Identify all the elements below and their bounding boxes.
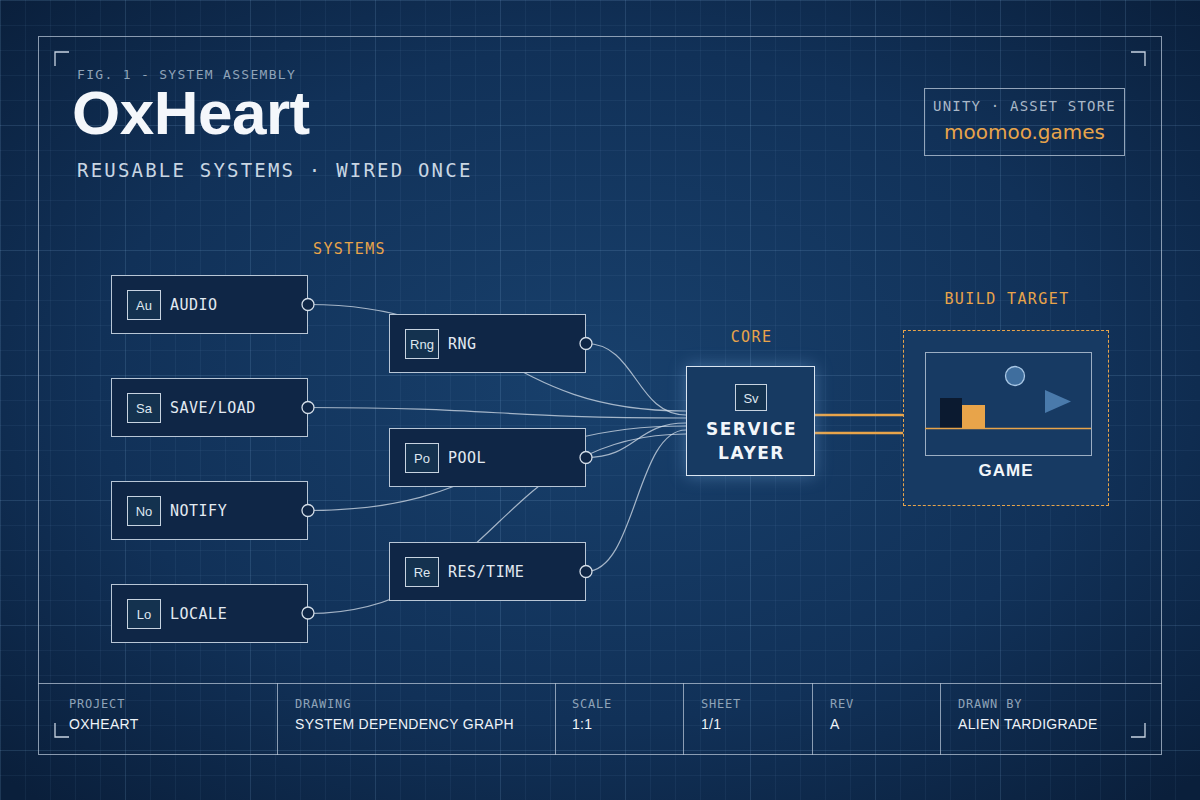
table-header: REV [830, 697, 854, 711]
system-label: LOCALE [170, 605, 227, 623]
table-cell: 1/1 [701, 716, 721, 732]
title-block-divider [277, 683, 278, 755]
sheet-frame [39, 37, 1162, 755]
system-box: AUDIO Au [111, 275, 308, 334]
table-header: PROJECT [69, 697, 125, 711]
system-label: SAVE/LOAD [170, 399, 256, 417]
table-cell: SYSTEM DEPENDENCY GRAPH [295, 716, 514, 732]
table-cell: A [830, 716, 840, 732]
diagram-title: OxHeart [72, 82, 310, 144]
system-label: RES/TIME [448, 563, 524, 581]
icon-box: Sv [735, 384, 767, 411]
icon-box: Sa [127, 393, 161, 423]
dependency-wire [586, 430, 686, 572]
corner-bracket [1131, 723, 1145, 737]
table-header: SHEET [701, 697, 741, 711]
corner-bracket [55, 52, 69, 66]
table-cell: OXHEART [69, 716, 139, 732]
system-label: RNG [448, 335, 477, 353]
icon-box: Lo [127, 599, 161, 629]
table-cell: 1:1 [572, 716, 592, 732]
icon-box: Re [405, 557, 439, 587]
system-box: SAVE/LOAD Sa [111, 378, 308, 437]
icon-abbrev: Rng [406, 337, 438, 352]
dependency-wire [308, 305, 686, 412]
core-label: SERVICE LAYER [697, 417, 806, 465]
table-header: DRAWING [295, 697, 351, 711]
system-label: NOTIFY [170, 502, 227, 520]
icon-box: No [127, 496, 161, 526]
subtitle: REUSABLE SYSTEMS · WIRED ONCE [77, 159, 473, 181]
title-block-grid [38, 683, 1162, 755]
system-box: RNG Rng [389, 314, 586, 373]
dependency-wire [308, 426, 686, 511]
icon-abbrev: Re [406, 565, 438, 580]
title-block-rule [38, 683, 1162, 684]
icon-abbrev: No [128, 504, 160, 519]
icon-abbrev: Sv [736, 390, 766, 405]
system-label: AUDIO [170, 296, 218, 314]
table-cell: ALIEN TARDIGRADE [958, 716, 1098, 732]
corner-bracket [1131, 52, 1145, 66]
core-box: CORESERVICE LAYERSv [686, 366, 815, 476]
table-header: DRAWN BY [958, 697, 1022, 711]
section-heading: SYSTEMS [313, 240, 386, 258]
section-heading: BUILD TARGET [894, 290, 1120, 308]
system-label: POOL [448, 449, 486, 467]
title-block-divider [812, 683, 813, 755]
icon-box: Po [405, 443, 439, 473]
icon-abbrev: Lo [128, 607, 160, 622]
output-bus-line [815, 414, 903, 417]
store-name: UNITY · ASSET STORE [925, 98, 1124, 114]
system-box: POOL Po [389, 428, 586, 487]
system-box: NOTIFY No [111, 481, 308, 540]
section-heading: CORE [667, 328, 836, 346]
table-header: SCALE [572, 697, 612, 711]
corner-bracket [55, 723, 69, 737]
dependency-wire [586, 344, 686, 416]
store-badge: UNITY · ASSET STORE moomoo.games [924, 88, 1125, 156]
system-box: LOCALE Lo [111, 584, 308, 643]
title-block-divider [940, 683, 941, 755]
icon-box: Au [127, 290, 161, 320]
build-target-box: BUILD TARGETGAME [903, 330, 1109, 506]
target-label: GAME [904, 461, 1108, 481]
icon-abbrev: Au [128, 298, 160, 313]
dependency-wire [308, 408, 686, 419]
site-name: moomoo.games [925, 120, 1124, 144]
icon-box: Rng [405, 329, 439, 359]
system-box: RES/TIME Re [389, 542, 586, 601]
corner-brackets [55, 52, 1145, 737]
icon-abbrev: Sa [128, 401, 160, 416]
title-block-divider [683, 683, 684, 755]
output-bus-line [815, 432, 903, 435]
figure-caption: FIG. 1 - SYSTEM ASSEMBLY [77, 67, 296, 82]
port-circles [302, 299, 592, 620]
title-block-divider [555, 683, 556, 755]
icon-abbrev: Po [406, 451, 438, 466]
